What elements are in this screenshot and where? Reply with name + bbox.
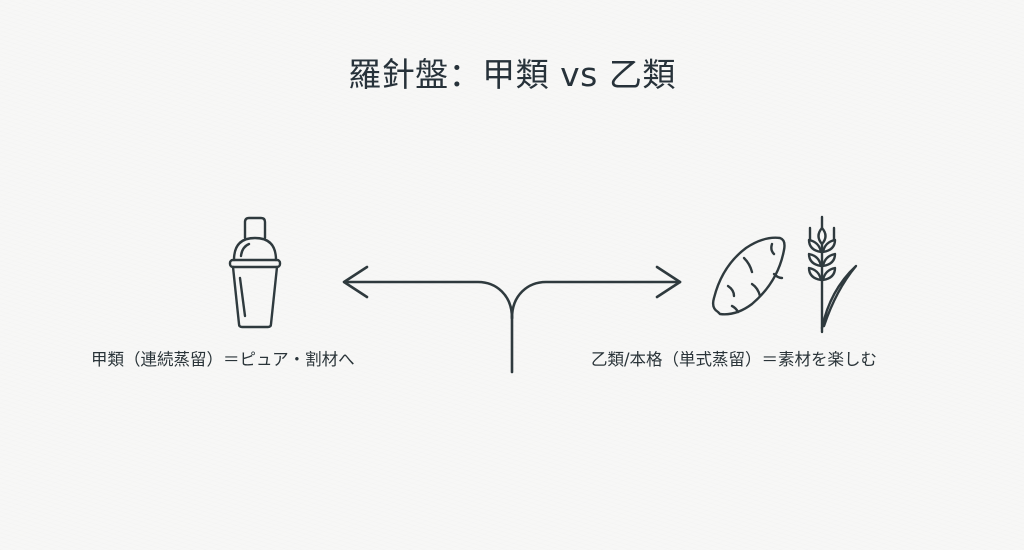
- left-arrowhead: [342, 265, 369, 299]
- wheat-icon: [807, 215, 858, 334]
- cocktail-shaker-icon: [228, 216, 282, 329]
- left-label-korui: 甲類（連続蒸留）＝ピュア・割材へ: [91, 350, 355, 369]
- diagram-title: 羅針盤：甲類 vs 乙類: [348, 55, 676, 94]
- right-label-otsurui: 乙類/本格（単式蒸留）＝素材を楽しむ: [591, 350, 878, 369]
- sweet-potato-icon: [711, 236, 786, 316]
- right-arrow-shaft: [510, 280, 682, 320]
- right-arrowhead: [655, 265, 682, 299]
- left-arrow-shaft: [343, 280, 514, 320]
